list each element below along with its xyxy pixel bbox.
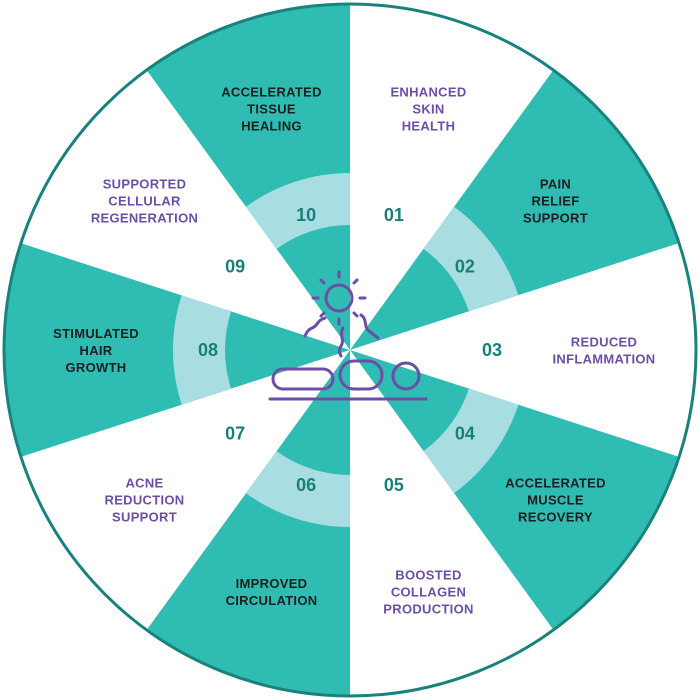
number-band-10 — [245, 173, 350, 249]
segment-label: ENHANCED SKIN HEALTH — [390, 84, 466, 133]
segment-label: ACNE REDUCTION SUPPORT — [105, 475, 185, 524]
segment-label-line: REDUCTION — [105, 492, 185, 507]
segment-label-line: INFLAMMATION — [552, 352, 655, 367]
segment-label-line: COLLAGEN — [391, 585, 466, 600]
segment-number: 04 — [455, 423, 475, 443]
segment-number: 05 — [384, 475, 404, 495]
segment-label-line: GROWTH — [65, 360, 126, 375]
number-band-08 — [173, 295, 232, 405]
body-legs-icon — [271, 367, 335, 391]
segment-10 — [146, 4, 350, 350]
sun-ray-left-icon — [303, 316, 327, 338]
sun-and-reclining-person-icon — [268, 270, 428, 401]
number-band-06 — [245, 451, 350, 527]
segment-09 — [20, 70, 350, 351]
segment-03 — [350, 243, 696, 457]
segment-label-line: PRODUCTION — [383, 602, 473, 617]
segment-label-line: HEALTH — [402, 118, 456, 133]
segment-label: SUPPORTED CELLULAR REGENERATION — [91, 177, 198, 226]
labels-layer: ENHANCED SKIN HEALTH PAIN RELIEF SUPPORT REDUC… — [53, 84, 655, 616]
body-torso-icon — [338, 359, 384, 391]
segment-label-line: RELIEF — [531, 194, 579, 209]
sun-ray-right-icon — [359, 313, 380, 340]
number-bands-layer — [173, 173, 519, 527]
segment-number: 01 — [384, 205, 404, 225]
segment-label-line: ACNE — [125, 475, 163, 490]
segment-label: BOOSTED COLLAGEN PRODUCTION — [383, 568, 473, 617]
segment-number: 03 — [482, 340, 502, 360]
segment-label-line: CELLULAR — [108, 194, 181, 209]
segment-label-line: REDUCED — [571, 335, 637, 350]
segment-label-line: IMPROVED — [236, 576, 308, 591]
segment-number: 09 — [225, 257, 245, 277]
segment-05 — [350, 350, 554, 696]
segment-label: STIMULATED HAIR GROWTH — [53, 326, 139, 375]
segment-label-line: SUPPORT — [112, 509, 177, 524]
segment-label-line: HEALING — [241, 118, 302, 133]
segment-label-line: BOOSTED — [395, 568, 461, 583]
sun-icon — [324, 283, 354, 313]
segment-number: 08 — [198, 340, 218, 360]
segment-label-line: HAIR — [80, 343, 113, 358]
segment-01 — [350, 4, 554, 350]
number-band-04 — [423, 388, 519, 494]
segment-number: 10 — [296, 205, 316, 225]
segments-layer — [3, 4, 696, 696]
segment-label: IMPROVED CIRCULATION — [226, 576, 318, 608]
segment-label-line: ENHANCED — [390, 84, 466, 99]
segment-label-line: ACCELERATED — [505, 475, 606, 490]
segment-label-line: ACCELERATED — [221, 84, 322, 99]
segment-label: REDUCED INFLAMMATION — [552, 335, 655, 367]
segment-label-line: SUPPORT — [523, 211, 588, 226]
number-band-02 — [423, 206, 519, 312]
segment-06 — [146, 350, 350, 696]
segment-label-line: STIMULATED — [53, 326, 139, 341]
sun-ray-mid-icon — [337, 326, 345, 358]
segment-label-line: PAIN — [540, 177, 571, 192]
segment-number: 02 — [455, 257, 475, 277]
segment-label: ACCELERATED TISSUE HEALING — [221, 84, 322, 133]
segment-label-line: CIRCULATION — [226, 593, 318, 608]
numbers-layer: 01 02 03 04 05 06 07 08 09 10 — [198, 205, 502, 495]
segment-label: ACCELERATED MUSCLE RECOVERY — [505, 475, 606, 524]
segment-label: PAIN RELIEF SUPPORT — [523, 177, 588, 226]
segment-04 — [350, 350, 680, 630]
segment-label-line: MUSCLE — [527, 492, 584, 507]
segment-02 — [350, 70, 680, 351]
segment-label-line: SKIN — [412, 101, 444, 116]
segment-label-line: SUPPORTED — [103, 177, 187, 192]
segment-label-line: RECOVERY — [518, 509, 593, 524]
segment-number: 07 — [225, 423, 245, 443]
segment-07 — [20, 350, 350, 630]
segment-label-line: REGENERATION — [91, 211, 198, 226]
head-icon — [391, 361, 421, 391]
segment-number: 06 — [296, 475, 316, 495]
segment-label-line: TISSUE — [247, 101, 296, 116]
